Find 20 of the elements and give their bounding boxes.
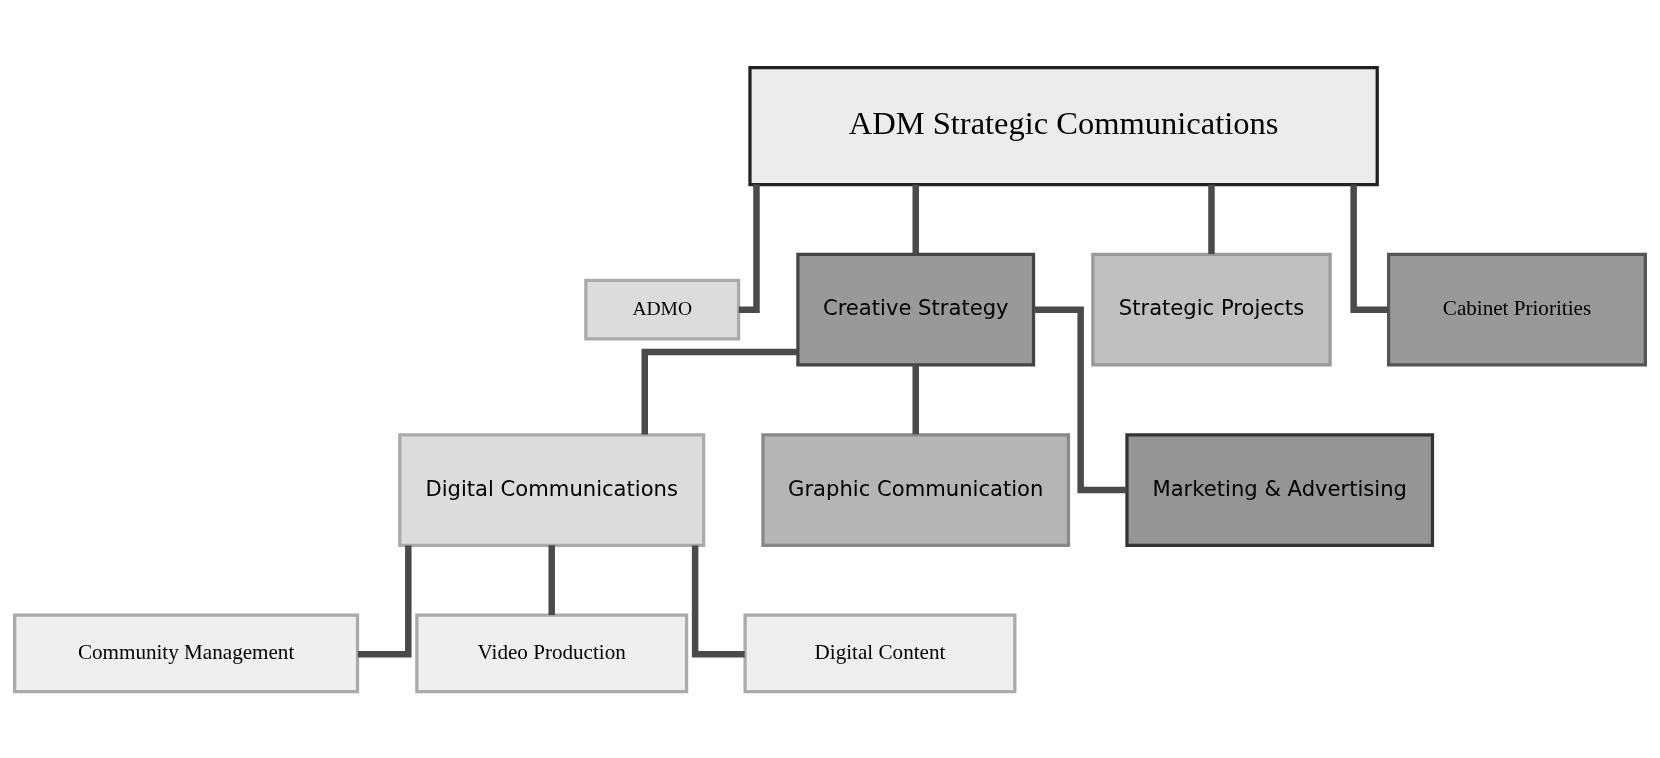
node-box: ADM Strategic Communications xyxy=(748,65,1379,186)
node-box: Strategic Projects xyxy=(1091,252,1332,366)
connector xyxy=(691,545,745,657)
node-box: Digital Content xyxy=(743,613,1017,693)
connector xyxy=(548,544,555,615)
connector xyxy=(641,348,798,435)
node-box: Creative Strategy xyxy=(796,252,1036,366)
node-box: Digital Communications xyxy=(398,432,706,547)
node-box: Cabinet Priorities xyxy=(1386,252,1647,366)
node-box: Marketing & Advertising xyxy=(1125,432,1435,547)
connector xyxy=(912,184,919,254)
node-box: Graphic Communication xyxy=(761,432,1071,547)
connector xyxy=(912,364,919,434)
connector xyxy=(1208,184,1215,254)
connector xyxy=(357,545,412,657)
connector xyxy=(1033,305,1127,493)
node-box: Video Production xyxy=(415,613,689,693)
connector xyxy=(738,184,760,313)
node-box: ADMO xyxy=(584,278,741,340)
node-box: Community Management xyxy=(13,613,360,693)
